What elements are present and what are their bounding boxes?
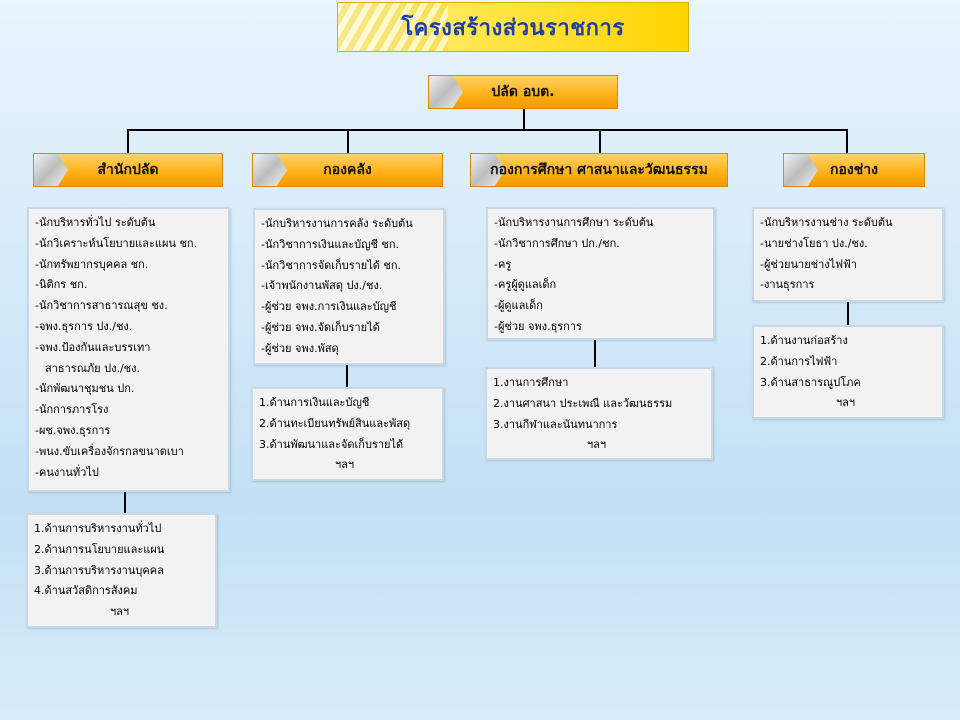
duty-item: 3.งานกีฬาและนันทนาการ bbox=[493, 417, 618, 431]
position-item: -นักบริหารงานการคลัง ระดับต้น bbox=[261, 217, 413, 230]
position-item: -นักทรัพยากรบุคคล ชก. bbox=[35, 257, 149, 271]
duty-item: ฯลฯ bbox=[335, 458, 355, 472]
position-item: -เจ้าพนักงานพัสดุ ปง./ชง. bbox=[261, 279, 383, 293]
duties-box-engineering: 1.ด้านงานก่อสร้าง 2.ด้านการไฟฟ้า 3.ด้านส… bbox=[752, 325, 944, 419]
duty-item: 3.ด้านพัฒนาและจัดเก็บรายได้ bbox=[259, 437, 404, 451]
root-node: ปลัด อบต. bbox=[428, 75, 618, 109]
duty-item: ฯลฯ bbox=[587, 438, 607, 452]
position-item: -คนงานทั่วไป bbox=[35, 465, 99, 479]
position-item: -ผู้ช่วย จพง.พัสดุ bbox=[261, 341, 339, 355]
duty-item: 2.งานศาสนา ประเพณี และวัฒนธรรม bbox=[493, 396, 673, 410]
position-item: -จพง.ป้องกันและบรรเทา bbox=[35, 340, 151, 354]
dept-header-label: กองการศึกษา ศาสนาและวัฒนธรรม bbox=[490, 162, 708, 178]
dept1-connector bbox=[127, 129, 129, 153]
duty-item: 4.ด้านสวัสดิการสังคม bbox=[34, 584, 138, 598]
position-item: -พนง.ขับเครื่องจักรกลขนาดเบา bbox=[35, 444, 184, 458]
root-node-label: ปลัด อบต. bbox=[491, 84, 555, 100]
duties-box-finance: 1.ด้านการเงินและบัญชี 2.ด้านทะเบียนทรัพย… bbox=[251, 387, 444, 481]
position-item: -นักวิชาการสาธารณสุข ชง. bbox=[35, 299, 168, 313]
position-item: -นักพัฒนาชุมชน ปก. bbox=[35, 382, 135, 396]
duty-item: 3.ด้านสาธารณูปโภค bbox=[760, 375, 861, 389]
position-item: -ครูผู้ดูแลเด็ก bbox=[494, 278, 557, 292]
positions-box-finance: -นักบริหารงานการคลัง ระดับต้น -นักวิชากา… bbox=[253, 208, 445, 365]
duty-item: ฯลฯ bbox=[110, 605, 130, 619]
dept3-duty-connector bbox=[594, 340, 596, 367]
position-item: -นักวิเคราะห์นโยบายและแผน ชก. bbox=[35, 236, 198, 250]
duty-item: ฯลฯ bbox=[836, 396, 856, 410]
positions-box-education: -นักบริหารงานการศึกษา ระดับต้น -นักวิชาก… bbox=[486, 207, 715, 340]
dept4-connector bbox=[846, 129, 848, 153]
banner-decoration bbox=[338, 3, 448, 51]
dept-header-label: สำนักปลัด bbox=[97, 162, 159, 178]
title-banner: โครงสร้างส่วนราชการ bbox=[337, 2, 689, 52]
position-item: -นิติกร ชก. bbox=[35, 278, 88, 292]
dept-header-engineering: กองช่าง bbox=[783, 153, 925, 187]
horizontal-connector bbox=[127, 129, 848, 131]
dept2-connector bbox=[347, 129, 349, 153]
dept4-duty-connector bbox=[847, 302, 849, 325]
position-item: -ผู้ดูแลเด็ก bbox=[494, 299, 543, 313]
position-item: สาธารณภัย ปง./ชง. bbox=[45, 361, 140, 375]
position-item: -นักบริหารงานการศึกษา ระดับต้น bbox=[494, 216, 654, 229]
duty-item: 2.ด้านทะเบียนทรัพย์สินและพัสดุ bbox=[259, 416, 411, 430]
position-item: -งานธุรการ bbox=[760, 278, 815, 292]
duty-item: 2.ด้านการนโยบายและแผน bbox=[34, 542, 165, 556]
position-item: -นักบริหารงานช่าง ระดับต้น bbox=[760, 216, 893, 229]
position-item: -ผู้ช่วย จพง.การเงินและบัญชี bbox=[261, 300, 397, 314]
duty-item: 3.ด้านการบริหารงานบุคคล bbox=[34, 563, 164, 577]
dept-header-finance: กองคลัง bbox=[252, 153, 443, 187]
position-item: -ผู้ช่วย จพง.จัดเก็บรายได้ bbox=[261, 320, 380, 334]
position-item: -นักวิชาการศึกษา ปก./ชก. bbox=[494, 236, 620, 250]
duty-item: 1.ด้านการเงินและบัญชี bbox=[259, 396, 370, 409]
position-item: -นักวิชาการเงินและบัญชี ชก. bbox=[261, 237, 400, 251]
dept-header-label: กองคลัง bbox=[323, 162, 372, 178]
position-item: -นักวิชาการจัดเก็บรายได้ ชก. bbox=[261, 258, 402, 272]
position-item: -นักการภารโรง bbox=[35, 403, 109, 417]
chart-title: โครงสร้างส่วนราชการ bbox=[401, 14, 625, 41]
dept-header-education: กองการศึกษา ศาสนาและวัฒนธรรม bbox=[470, 153, 728, 187]
position-item: -ครู bbox=[494, 257, 512, 271]
position-item: -จพง.ธุรการ ปง./ชง. bbox=[35, 319, 133, 333]
dept3-connector bbox=[599, 129, 601, 153]
duties-box-office: 1.ด้านการบริหารงานทั่วไป 2.ด้านการนโยบาย… bbox=[26, 513, 217, 628]
position-item: -นักบริหารทั่วไป ระดับต้น bbox=[35, 216, 156, 229]
dept1-duty-connector bbox=[124, 492, 126, 513]
position-item: -ผช.จพง.ธุรการ bbox=[35, 423, 111, 437]
duty-item: 1.ด้านการบริหารงานทั่วไป bbox=[34, 522, 162, 535]
dept2-duty-connector bbox=[346, 365, 348, 387]
positions-box-office: -นักบริหารทั่วไป ระดับต้น -นักวิเคราะห์น… bbox=[27, 207, 230, 492]
duty-item: 1.ด้านงานก่อสร้าง bbox=[760, 334, 848, 347]
dept-header-label: กองช่าง bbox=[830, 162, 878, 178]
positions-box-engineering: -นักบริหารงานช่าง ระดับต้น -นายช่างโยธา … bbox=[752, 207, 944, 302]
dept-header-office: สำนักปลัด bbox=[33, 153, 223, 187]
position-item: -ผู้ช่วยนายช่างไฟฟ้า bbox=[760, 257, 857, 271]
position-item: -ผู้ช่วย จพง.ธุรการ bbox=[494, 319, 582, 333]
duties-box-education: 1.งานการศึกษา 2.งานศาสนา ประเพณี และวัฒน… bbox=[485, 367, 713, 460]
duty-item: 2.ด้านการไฟฟ้า bbox=[760, 354, 838, 368]
duty-item: 1.งานการศึกษา bbox=[493, 376, 569, 389]
root-connector bbox=[523, 109, 525, 130]
position-item: -นายช่างโยธา ปง./ชง. bbox=[760, 236, 868, 250]
